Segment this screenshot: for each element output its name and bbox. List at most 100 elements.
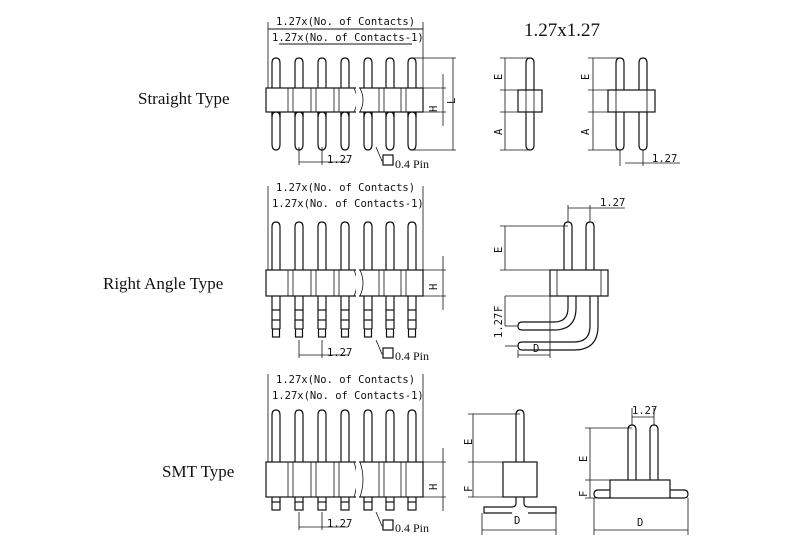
total-length-label: 1.27x(No. of Contacts): [276, 182, 415, 194]
pin: [271, 112, 281, 151]
pitch-label: 1.27: [600, 197, 625, 209]
pin: [385, 221, 395, 270]
pitch-label: 1.27: [493, 313, 505, 338]
a-label: A: [580, 128, 592, 135]
pin: [363, 221, 373, 270]
span-length-label: 1.27x(No. of Contacts-1): [272, 32, 424, 44]
pin: [271, 296, 281, 310]
straight-front-dims: 1.27x(No. of Contacts) 1.27x(No. of Cont…: [272, 16, 458, 171]
e-label: E: [463, 439, 475, 445]
break-gap: [356, 461, 359, 498]
pin: [340, 111, 350, 118]
pin: [515, 409, 525, 462]
pin-end-square: [271, 309, 281, 321]
smt-foot: [317, 501, 327, 511]
pin: [294, 296, 304, 310]
pin-end-square: [294, 309, 304, 321]
pin: [317, 57, 327, 88]
pin: [340, 409, 350, 462]
right-angle-side-dims: 1.27 E F 1.27 D: [493, 197, 625, 355]
pin: [638, 112, 648, 151]
pin-end-square: [340, 328, 350, 338]
smt-foot: [363, 501, 373, 511]
pin: [385, 111, 395, 118]
f-label: F: [463, 486, 475, 492]
pin-square-symbol: [382, 519, 394, 531]
pitch-title: 1.27x1.27: [524, 20, 600, 41]
pin: [385, 296, 395, 310]
f-label: F: [578, 491, 590, 497]
smt-lead: [483, 497, 557, 514]
pin: [363, 296, 373, 310]
smt-front-view: [265, 28, 446, 531]
pin-size-label: 0.4 Pin: [395, 349, 429, 363]
bent-pin: [522, 296, 599, 351]
housing: [502, 461, 538, 498]
pitch-label: 1.27: [327, 518, 352, 530]
pin: [271, 221, 281, 270]
pin: [638, 57, 648, 95]
pin-end-square: [317, 309, 327, 321]
pin: [407, 112, 417, 151]
h-label: H: [428, 106, 440, 112]
pin-end-square: [340, 309, 350, 321]
pin: [585, 221, 595, 270]
h-label: H: [428, 284, 440, 290]
pin: [340, 57, 350, 88]
pin: [271, 409, 281, 462]
break-gap: [356, 87, 359, 113]
straight-type-label: Straight Type: [138, 89, 230, 108]
pin: [407, 296, 417, 310]
a-label: A: [493, 128, 505, 135]
pin-square-symbol: [382, 154, 394, 166]
pin: [340, 296, 350, 310]
smt-side-view-single: [468, 409, 557, 535]
smt-foot: [340, 501, 350, 511]
pin-end-square: [363, 309, 373, 321]
pin: [385, 57, 395, 88]
pin: [407, 111, 417, 118]
housing: [517, 89, 543, 113]
pin: [271, 111, 281, 118]
smt-foot: [271, 501, 281, 511]
right-angle-front-view: [265, 28, 446, 359]
pin: [294, 409, 304, 462]
pin-size-label: 0.4 Pin: [395, 521, 429, 535]
pin-square-symbol: [382, 347, 394, 359]
e-label: E: [580, 74, 592, 80]
housing: [265, 87, 424, 113]
pin: [271, 57, 281, 88]
housing: [609, 479, 671, 499]
e-label: E: [493, 247, 505, 253]
straight-side-dims: E A E A 1.27: [493, 74, 677, 165]
pin: [294, 112, 304, 151]
pin: [525, 112, 535, 151]
l-label: L: [446, 98, 458, 104]
right-angle-type-label: Right Angle Type: [103, 274, 223, 293]
pin-size-label: 0.4 Pin: [395, 157, 429, 171]
pin-end-square: [271, 328, 281, 338]
pin-end-square: [407, 328, 417, 338]
pin-end-square: [407, 309, 417, 321]
pin: [407, 409, 417, 462]
f-label: F: [493, 306, 505, 312]
smt-foot: [294, 501, 304, 511]
pitch-label: 1.27: [652, 153, 677, 165]
d-label: D: [637, 517, 643, 529]
pin: [294, 57, 304, 88]
pitch-label: 1.27: [632, 405, 657, 417]
smt-foot: [407, 501, 417, 511]
smt-front-dims: 1.27x(No. of Contacts) 1.27x(No. of Cont…: [272, 374, 440, 535]
housing: [265, 461, 424, 498]
pin: [340, 112, 350, 151]
pin: [363, 112, 373, 151]
pin: [407, 57, 417, 88]
break-gap: [356, 269, 359, 297]
smt-side-view-double: [585, 408, 689, 535]
d-label: D: [514, 515, 520, 527]
pin-end-square: [385, 328, 395, 338]
pin-tip: [517, 321, 523, 351]
total-length-label: 1.27x(No. of Contacts): [276, 374, 415, 386]
pin: [363, 111, 373, 118]
straight-side-view-single: [500, 57, 543, 151]
